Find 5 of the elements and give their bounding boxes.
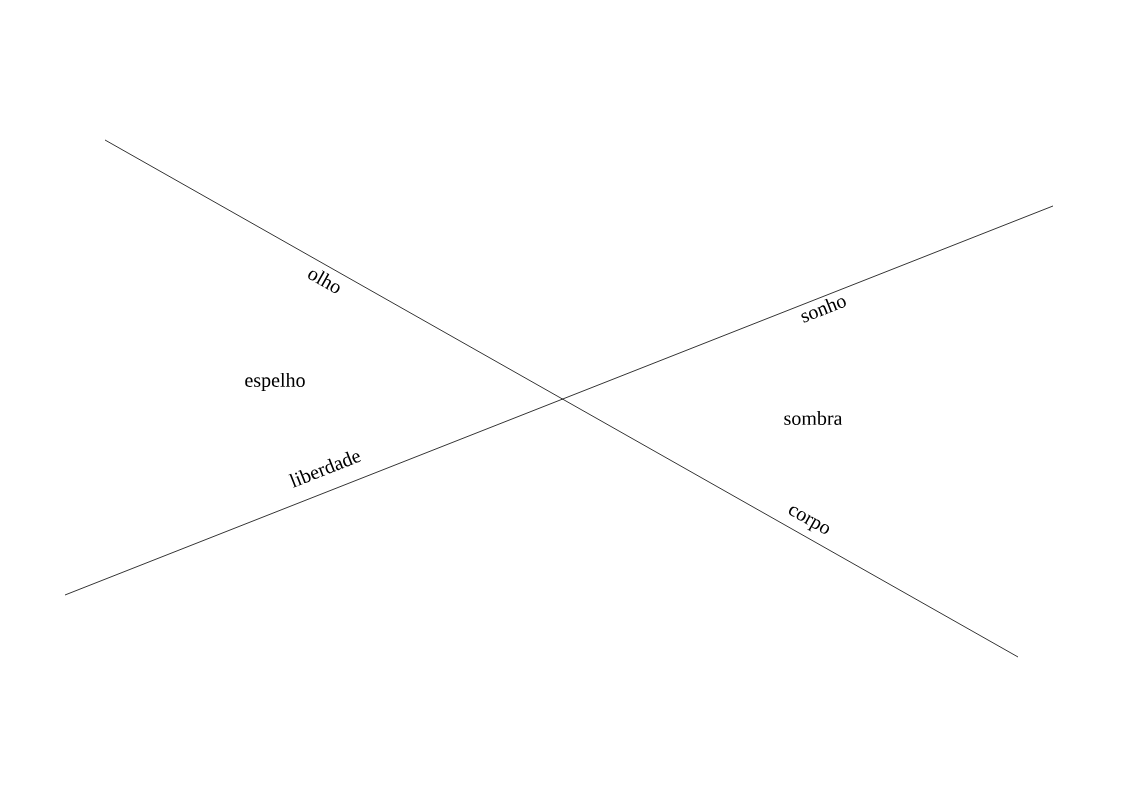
word-label: corpo xyxy=(788,506,830,534)
word-label: sonho xyxy=(801,298,846,323)
word-label: sombra xyxy=(784,410,843,425)
word-label: olho xyxy=(308,270,340,294)
word-label: espelho xyxy=(245,372,305,392)
